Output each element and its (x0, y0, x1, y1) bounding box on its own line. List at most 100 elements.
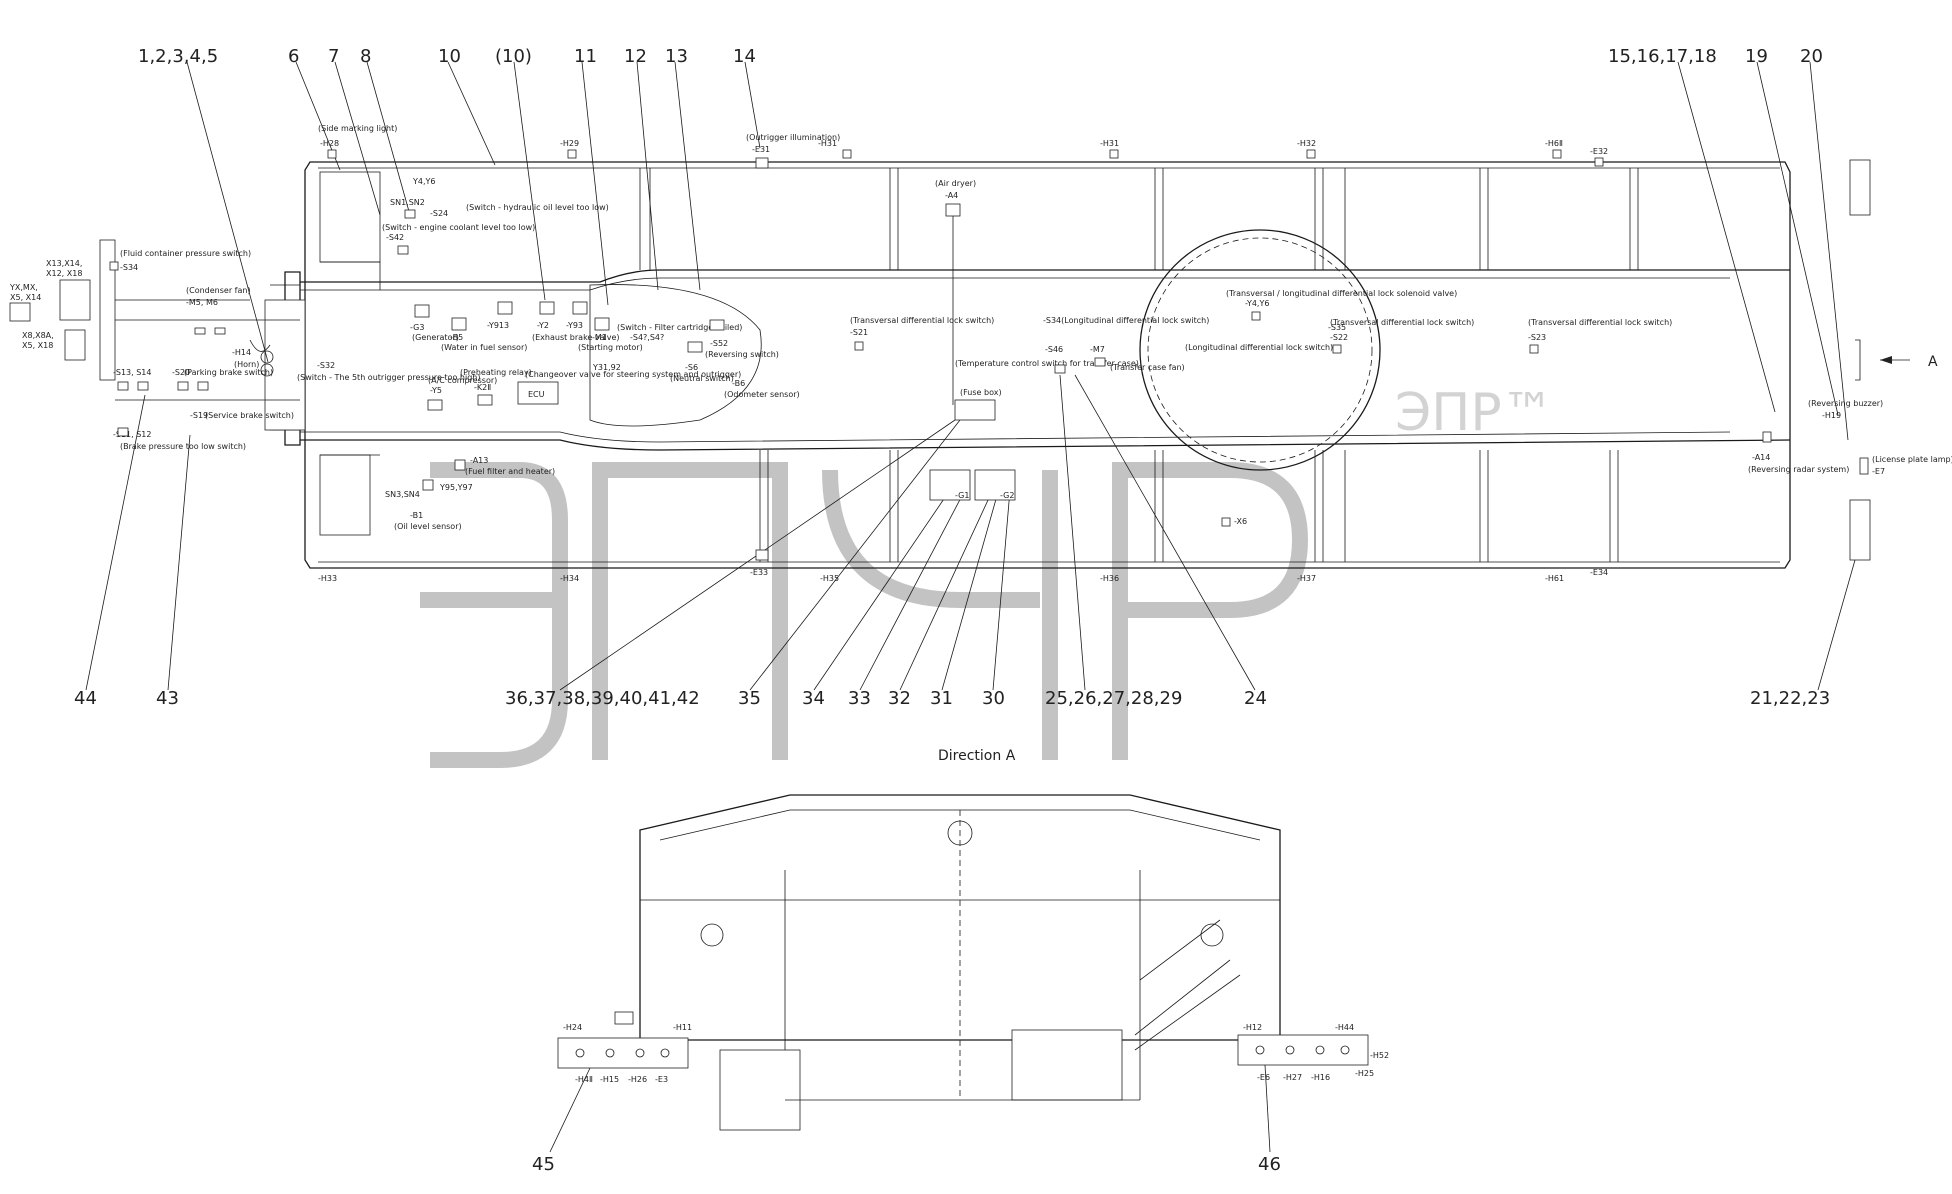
label-sn1sn2: SN1,SN2 (390, 198, 425, 207)
lamp-cluster-left (557, 1037, 689, 1069)
turntable (1139, 229, 1381, 471)
label-k28: -K2Ⅱ (474, 383, 491, 392)
callouts-bottom: 44 43 36,37,38,39,40,41,42 35 34 33 32 3… (74, 688, 1830, 709)
lamp-e32 (1594, 157, 1604, 167)
lamp-h28 (327, 149, 337, 159)
cross-members (639, 168, 1639, 562)
label-s23: -S23 (1528, 333, 1546, 342)
label-s32: -S32 (317, 361, 335, 370)
callout-11: 11 (574, 46, 597, 67)
label-h32: -H32 (1297, 139, 1316, 148)
lamp-e7 (1859, 457, 1869, 475)
callout-35: 35 (738, 688, 761, 709)
watermark-text: ЭПР™ (1395, 383, 1554, 443)
valve-y913 (497, 301, 513, 315)
label-s13s14: -S13, S14 (113, 368, 152, 377)
label-h35: -H35 (820, 574, 839, 583)
label-generator: (Generator) (412, 333, 459, 342)
label-y913: -Y913 (487, 321, 509, 330)
switch-s13 (117, 381, 129, 391)
callout-43: 43 (156, 688, 179, 709)
label-outrigger-illumination: (Outrigger illumination) (746, 133, 840, 142)
label-h16: -H16 (1311, 1073, 1330, 1082)
label-e3: -E3 (655, 1075, 668, 1084)
label-m7: -M7 (1090, 345, 1105, 354)
heater-a13 (454, 459, 466, 471)
label-h26: -H26 (628, 1075, 647, 1084)
lamp-h31a (842, 149, 852, 159)
switch-s34 (109, 261, 119, 271)
label-fluid-container: (Fluid container pressure switch) (120, 249, 251, 258)
lamp-e3 (614, 1011, 634, 1025)
label-s35: -S35 (1328, 323, 1346, 332)
callouts-top: 1,2,3,4,5 6 7 8 10 (10) 11 12 13 14 15,1… (138, 46, 1823, 67)
label-h29: -H29 (560, 139, 579, 148)
callout-33: 33 (848, 688, 871, 709)
watermark-logo: ЭПР™ (420, 383, 1554, 768)
label-y93: -Y93 (566, 321, 583, 330)
valve-y95 (422, 479, 434, 491)
label-a4: -A4 (945, 191, 958, 200)
label-x8x8a: X8,X8A, (22, 331, 54, 340)
callout-1-5: 1,2,3,4,5 (138, 46, 218, 67)
label-h19: -H19 (1822, 411, 1841, 420)
connector-x6 (1221, 517, 1231, 527)
horn-1 (260, 350, 274, 364)
fan-m7 (1094, 357, 1106, 367)
label-transverse-s23: (Transversal differential lock switch) (1528, 318, 1672, 327)
callout-6: 6 (288, 46, 299, 67)
label-s21: -S21 (850, 328, 868, 337)
label-a13: -A13 (470, 456, 488, 465)
label-horn: (Horn) (234, 360, 259, 369)
direction-a-title: Direction A (938, 748, 1016, 764)
callout-32: 32 (888, 688, 911, 709)
label-y5: -Y5 (430, 386, 442, 395)
arrow-a-label: A (1928, 354, 1938, 370)
component-a4 (945, 203, 961, 217)
sensor-sn1sn2 (404, 209, 416, 219)
label-sw-engine-coolant: (Switch - engine coolant level too low) (382, 223, 535, 232)
label-air-dryer: (Air dryer) (935, 179, 976, 188)
label-s24: -S24 (430, 209, 448, 218)
fan-m6 (214, 327, 226, 335)
label-s46: -S46 (1045, 345, 1063, 354)
callout-34: 34 (802, 688, 825, 709)
label-s34: -S34 (120, 263, 138, 272)
label-s19: -S19 (190, 411, 208, 420)
lamp-h31b (1109, 149, 1119, 159)
chassis-top-view (59, 159, 1871, 569)
label-h28: -H28 (320, 139, 339, 148)
label-h14: -H14 (232, 348, 251, 357)
label-s11s12: -S11, S12 (113, 430, 152, 439)
lower-block (719, 1049, 801, 1131)
label-side-marking-light: (Side marking light) (318, 124, 397, 133)
label-parking-brake: (Parking brake switch) (184, 368, 273, 377)
label-h34: -H34 (560, 574, 579, 583)
battery-g2 (974, 469, 1016, 501)
label-s6: -S6 (685, 363, 698, 372)
label-y4y6: -Y4,Y6 (1245, 299, 1269, 308)
label-x5x18: X5, X18 (22, 341, 53, 350)
switch-s20 (177, 381, 189, 391)
top-bolt (947, 820, 973, 846)
switch-s46 (1054, 364, 1066, 374)
label-x12x18: X12, X18 (46, 269, 82, 278)
label-h11: -H11 (673, 1023, 692, 1032)
label-odometer: (Odometer sensor) (724, 390, 800, 399)
lamp-h29 (567, 149, 577, 159)
label-h27: -H27 (1283, 1073, 1302, 1082)
label-e7: -E7 (1872, 467, 1885, 476)
label-condenser-fan: (Condenser fan) (186, 286, 251, 295)
horn-2 (260, 363, 274, 377)
label-h31b: -H31 (1100, 139, 1119, 148)
label-transverse-s22: (Transversal differential lock switch) (1330, 318, 1474, 327)
callout-20: 20 (1800, 46, 1823, 67)
label-s34long: -S34(Longitudinal differential lock swit… (1043, 316, 1209, 325)
label-water-in-fuel: (Water in fuel sensor) (441, 343, 527, 352)
callout-10-paren: (10) (495, 46, 532, 67)
label-fuse-box: (Fuse box) (960, 388, 1002, 397)
label-h6ii: -H6Ⅱ (1545, 139, 1563, 148)
label-e6: -E6 (1257, 1073, 1270, 1082)
label-long-diff: (Longitudinal differential lock switch) (1185, 343, 1333, 352)
connector-yx (9, 302, 31, 322)
